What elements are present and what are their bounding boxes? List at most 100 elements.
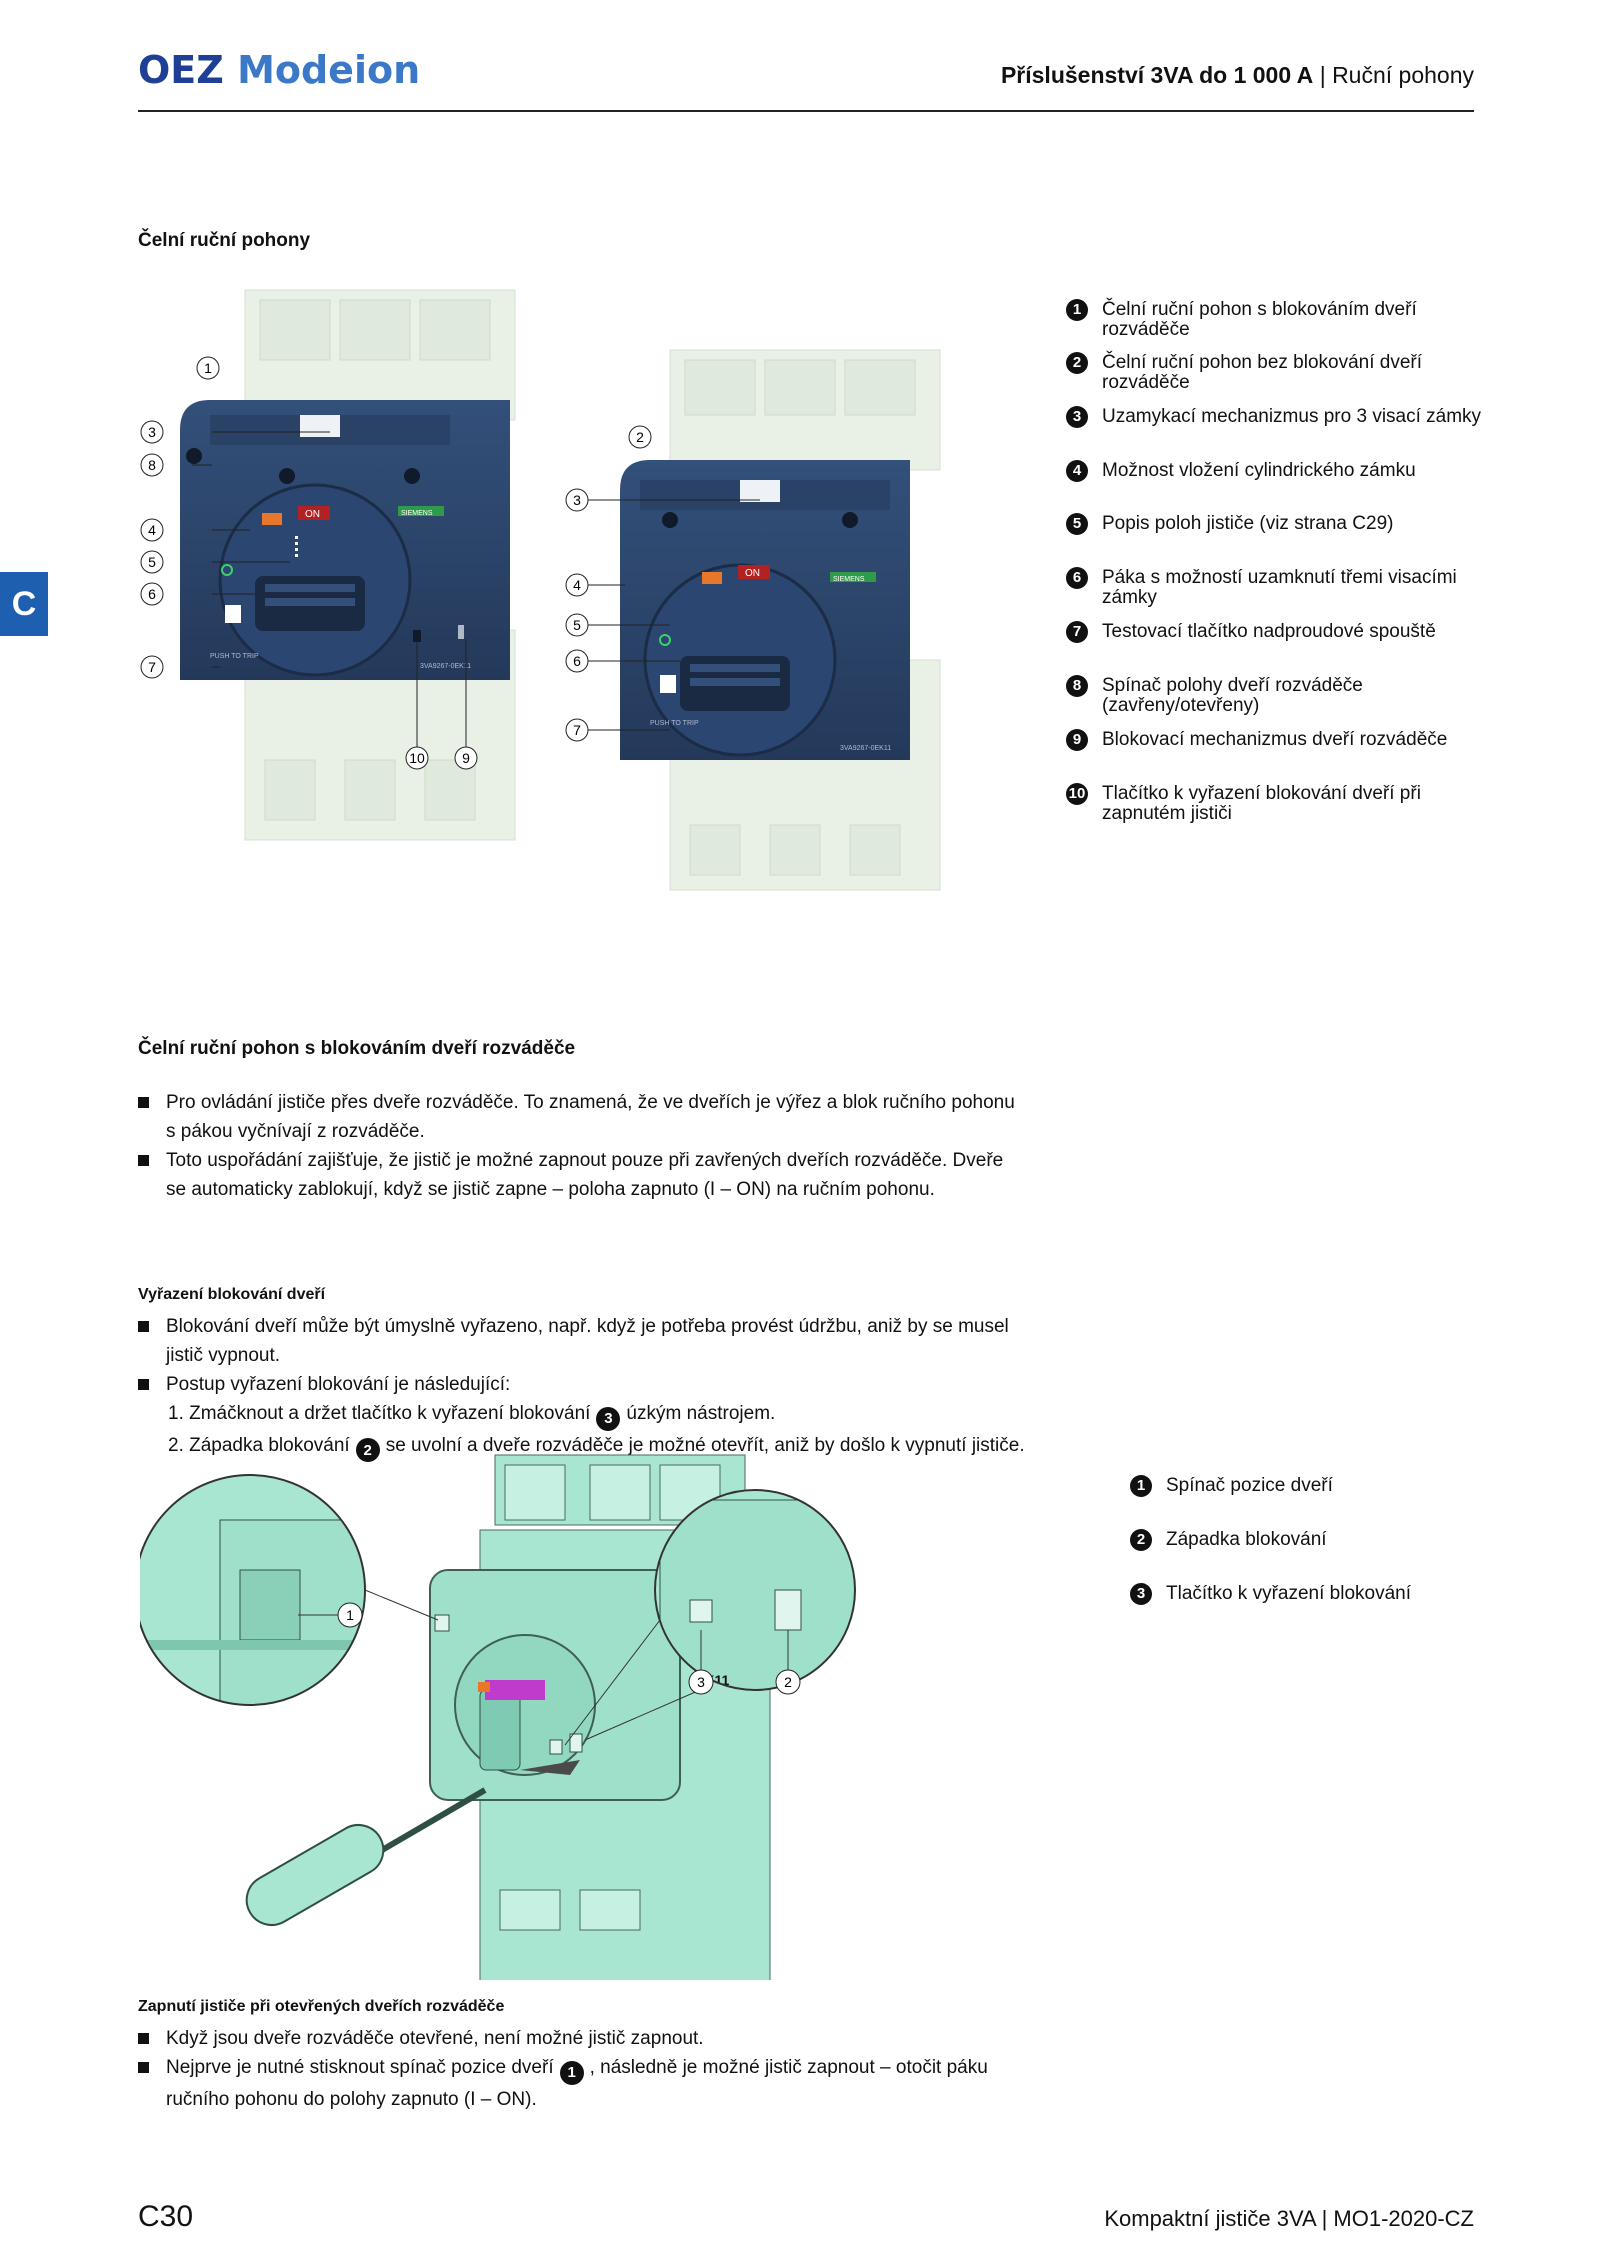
logo-brand: OEZ (138, 48, 224, 92)
bullet-item: Když jsou dveře rozváděče otevřené, není… (138, 2024, 1018, 2053)
step-text: 1. Zmáčknout a držet tlačítko k vyřazení… (168, 1403, 591, 1424)
callout-7: 7 (148, 659, 156, 675)
callout-4: 4 (148, 522, 156, 538)
legend-text: Čelní ruční pohon s blokováním dveří roz… (1102, 299, 1417, 340)
bullet-list: Pro ovládání jističe přes dveře rozváděč… (138, 1088, 1018, 1204)
callout-labels-fig2: 1 3 2 (337, 1602, 801, 1695)
on-label-left: ON (305, 509, 320, 520)
brand-left: SIEMENS (401, 510, 433, 517)
header-title-bold: Příslušenství 3VA do 1 000 A (1000, 62, 1314, 88)
bullet-number: 1 (559, 2060, 584, 2085)
legend-number: 2 (1066, 352, 1088, 374)
legend-number: 4 (1066, 460, 1088, 482)
legend-text: Popis poloh jističe (viz strana C29) (1102, 513, 1394, 534)
section-title: Čelní ruční pohon s blokováním dveří roz… (138, 1038, 576, 1059)
legend-number: 7 (1066, 621, 1088, 643)
interlock-figure: EK11 1 3 2 (140, 1454, 856, 1980)
bullet-item: Postup vyřazení blokování je následující… (138, 1370, 1038, 1399)
zoom-interlock: EK11 (564, 1489, 856, 1746)
manual-operators-figure: ON SIEMENS PUSH TO TRIP 3VA9267-0EK11 (140, 289, 941, 891)
legend-number: 10 (1066, 783, 1088, 805)
bullet-text: Nejprve je nutné stisknout spínač pozice… (166, 2057, 554, 2078)
legend-text: Blokovací mechanizmus dveří rozváděče (1102, 729, 1448, 750)
callout-labels-left: 1 3 8 4 5 6 7 10 9 (140, 356, 478, 770)
legend-text: Spínač polohy dveří rozváděče (zavřeny/o… (1102, 675, 1363, 716)
model-label-left: 3VA9267-0EK11 (420, 663, 471, 670)
legend-item: 2 Západka blokování (1130, 1529, 1327, 1551)
legend-text: Páka s možností uzamknutí třemi visacími… (1102, 567, 1457, 608)
legend-text: Čelní ruční pohon bez blokování dveří ro… (1102, 352, 1423, 393)
legend-number: 9 (1066, 729, 1088, 751)
legend-item: 10 Tlačítko k vyřazení blokování dveří př… (1066, 783, 1466, 824)
bullet-text: , následně je možné jistič zapnout – oto… (166, 2057, 988, 2110)
on-label-right: ON (745, 568, 760, 579)
header-title: Příslušenství 3VA do 1 000 A | Ruční poh… (1001, 62, 1474, 89)
legend-text: Možnost vložení cylindrického zámku (1102, 460, 1416, 481)
header-rule (138, 110, 1474, 112)
legend-item: 3 Tlačítko k vyřazení blokování (1130, 1583, 1411, 1605)
legend-item: 2 Čelní ruční pohon bez blokování dveří r… (1066, 352, 1486, 393)
legend-number: 5 (1066, 513, 1088, 535)
legend-item: 1 Spínač pozice dveří (1130, 1475, 1333, 1497)
bullet-item: Toto uspořádání zajišťuje, že jistič je … (138, 1146, 1018, 1204)
header-title-rest: Ruční pohony (1332, 62, 1474, 88)
callout-2: 2 (636, 429, 644, 445)
legend-number: 2 (1130, 1529, 1152, 1551)
callout-5: 5 (148, 554, 156, 570)
model-label-right: 3VA9267-0EK11 (840, 745, 891, 752)
legend-item: 6 Páka s možností uzamknutí třemi visacím… (1066, 567, 1486, 608)
callout-3: 3 (148, 424, 156, 440)
legend-item: 1 Čelní ruční pohon s blokováním dveří ro… (1066, 299, 1486, 340)
callout-7b: 7 (573, 722, 581, 738)
push-label-right: PUSH TO TRIP (650, 720, 699, 727)
push-label-left: PUSH TO TRIP (210, 653, 259, 660)
bullet-item: Pro ovládání jističe přes dveře rozváděč… (138, 1088, 1018, 1146)
callout-labels-right: 2 3 4 5 6 7 (565, 425, 652, 742)
brand-right: SIEMENS (833, 576, 865, 583)
legend-item: 8 Spínač polohy dveří rozváděče (zavřeny/… (1066, 675, 1486, 716)
callout-9: 9 (462, 750, 470, 766)
screwdriver-icon (245, 1787, 487, 1926)
callout-1: 1 (204, 360, 212, 376)
step-text: úzkým nástrojem. (626, 1403, 776, 1424)
legend-item: 7 Testovací tlačítko nadproudové spouště (1066, 621, 1436, 643)
step-number: 2 (355, 1438, 380, 1462)
step-text: 2. Západka blokování (168, 1434, 350, 1456)
callout-2: 2 (784, 1674, 792, 1690)
callout-3b: 3 (573, 492, 581, 508)
bullet-list: Když jsou dveře rozváděče otevřené, není… (138, 2024, 1018, 2114)
bullet-item: Nejprve je nutné stisknout spínač pozice… (138, 2053, 1018, 2114)
legend-item: 9 Blokovací mechanizmus dveří rozváděče (1066, 729, 1448, 751)
legend-text: Tlačítko k vyřazení blokování dveří při … (1102, 783, 1421, 824)
logo-product: Modeion (237, 48, 421, 92)
legend-text: Západka blokování (1166, 1529, 1327, 1550)
legend-number: 1 (1130, 1475, 1152, 1497)
callout-10: 10 (409, 750, 425, 766)
callout-1: 1 (346, 1607, 354, 1623)
legend-text: Tlačítko k vyřazení blokování (1166, 1583, 1411, 1604)
header-separator: | (1319, 62, 1326, 88)
bullet-list: Blokování dveří může být úmyslně vyřazen… (138, 1312, 1038, 1462)
callout-6: 6 (148, 586, 156, 602)
legend-number: 8 (1066, 675, 1088, 697)
callout-6b: 6 (573, 653, 581, 669)
bullet-item: Blokování dveří může být úmyslně vyřazen… (138, 1312, 1038, 1370)
subsection-title: Vyřazení blokování dveří (138, 1286, 326, 1303)
chapter-tab[interactable]: C (0, 572, 48, 636)
legend-text: Testovací tlačítko nadproudové spouště (1102, 621, 1436, 642)
legend-item: 5 Popis poloh jističe (viz strana C29) (1066, 513, 1394, 535)
brand-logo: OEZ Modeion (138, 48, 420, 92)
step-text: se uvolní a dveře rozváděče je možné ote… (385, 1434, 1025, 1456)
subsection-title: Zapnutí jističe při otevřených dveřích r… (138, 1998, 505, 2015)
legend-number: 3 (1130, 1583, 1152, 1605)
legend-number: 6 (1066, 567, 1088, 589)
operator-with-interlock: ON SIEMENS PUSH TO TRIP 3VA9267-0EK11 (180, 400, 510, 680)
section-title: Čelní ruční pohony (138, 230, 311, 251)
legend-item: 4 Možnost vložení cylindrického zámku (1066, 460, 1416, 482)
callouts-left (192, 431, 467, 758)
legend-number: 3 (1066, 406, 1088, 428)
legend-text: Spínač pozice dveří (1166, 1475, 1333, 1496)
legend-number: 1 (1066, 299, 1088, 321)
